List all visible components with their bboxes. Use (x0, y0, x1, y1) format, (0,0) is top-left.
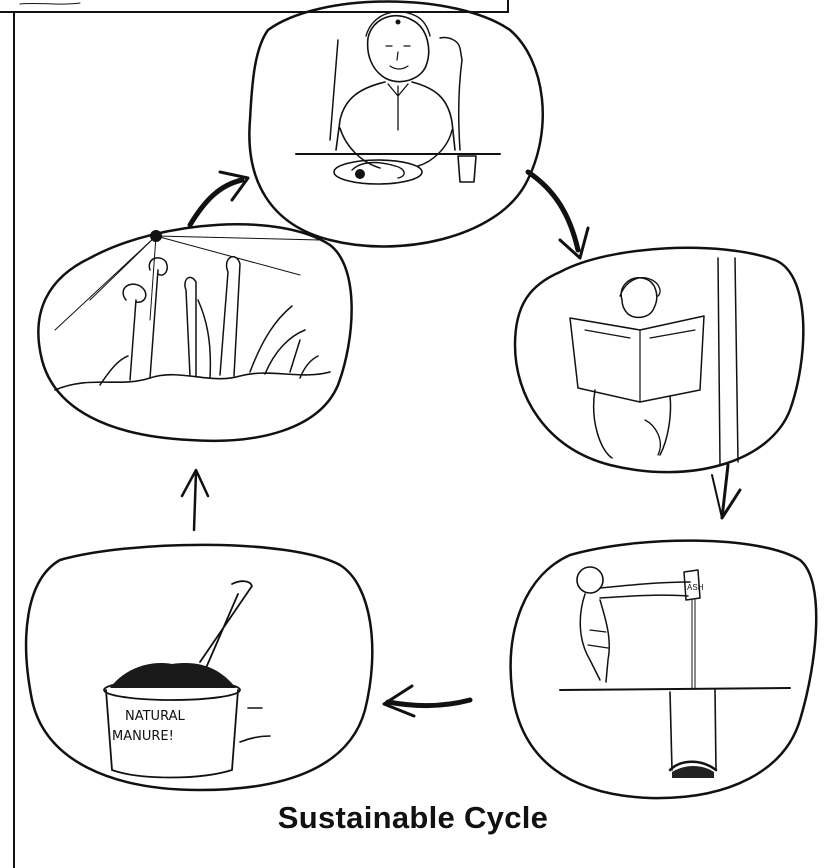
scene-garden (37, 223, 353, 443)
manure-heap (110, 663, 236, 688)
scene-pouring-ash: ASH (509, 539, 818, 800)
scene-toilet (513, 246, 805, 474)
scene-manure-bucket: NATURAL MANURE! (24, 543, 374, 792)
arrow-ash-to-manure (382, 684, 473, 718)
arrow-garden-to-eating (187, 170, 250, 228)
manure-label-line1: NATURAL (125, 709, 185, 724)
diagram-caption: Sustainable Cycle (277, 800, 549, 835)
manure-label-line2: MANURE! (112, 729, 174, 744)
ash-bag-label: ASH (687, 583, 704, 592)
page-frame (0, 0, 509, 868)
arrow-eating-to-toilet (525, 169, 590, 260)
arrow-toilet-to-ash (711, 463, 742, 520)
arrow-manure-to-garden (180, 468, 210, 532)
scene-eating (248, 0, 544, 248)
